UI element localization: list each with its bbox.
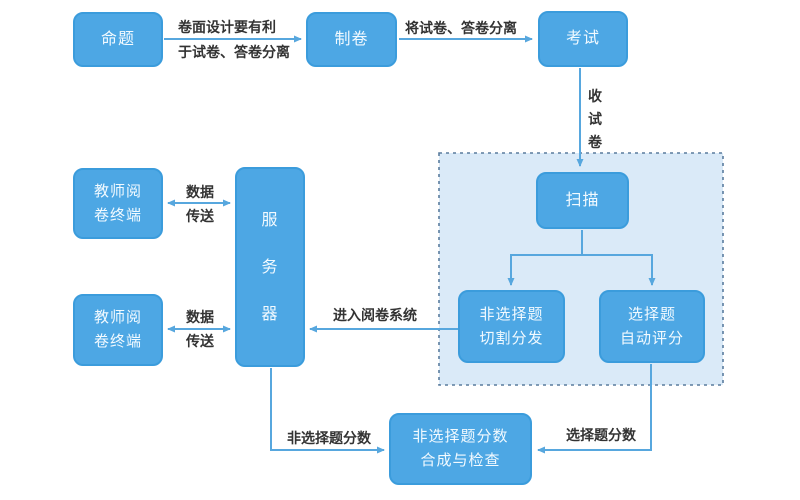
node-score-merge-check: 非选择题分数 合成与检查: [389, 413, 532, 485]
label-collect-papers: 收 试 卷: [588, 88, 602, 150]
node-mc-auto-score: 选择题 自动评分: [599, 290, 705, 363]
node-server: 服 务 器: [235, 167, 305, 367]
label-mc-score: 选择题分数: [566, 427, 636, 443]
label-data-transfer-1-line2: 传送: [186, 208, 214, 224]
label-data-transfer-2-line2: 传送: [186, 333, 214, 349]
label-nonmc-score: 非选择题分数: [287, 430, 371, 446]
node-scan: 扫描: [536, 172, 629, 229]
label-data-transfer-2-line1: 数据: [186, 309, 214, 325]
node-proposition: 命题: [73, 12, 163, 67]
node-teacher-terminal-2: 教师阅 卷终端: [73, 294, 163, 366]
label-enter-marking-system: 进入阅卷系统: [333, 307, 417, 323]
arrow-server-hecheng: [270, 368, 385, 454]
arrow-saomiao-qiege: [507, 254, 582, 286]
node-teacher-terminal-1: 教师阅 卷终端: [73, 168, 163, 239]
label-separate-papers: 将试卷、答卷分离: [405, 20, 517, 36]
label-data-transfer-1-line1: 数据: [186, 184, 214, 200]
arrow-saomiao-zidong: [582, 254, 656, 286]
node-nonmc-cut-distribute: 非选择题 切割分发: [458, 290, 565, 363]
label-paper-design-line1: 卷面设计要有利: [178, 19, 276, 35]
node-exam: 考试: [538, 11, 628, 67]
label-paper-design-line2: 于试卷、答卷分离: [178, 44, 290, 60]
node-paper-making: 制卷: [306, 12, 397, 67]
arrow-zidong-hecheng: [537, 364, 652, 454]
